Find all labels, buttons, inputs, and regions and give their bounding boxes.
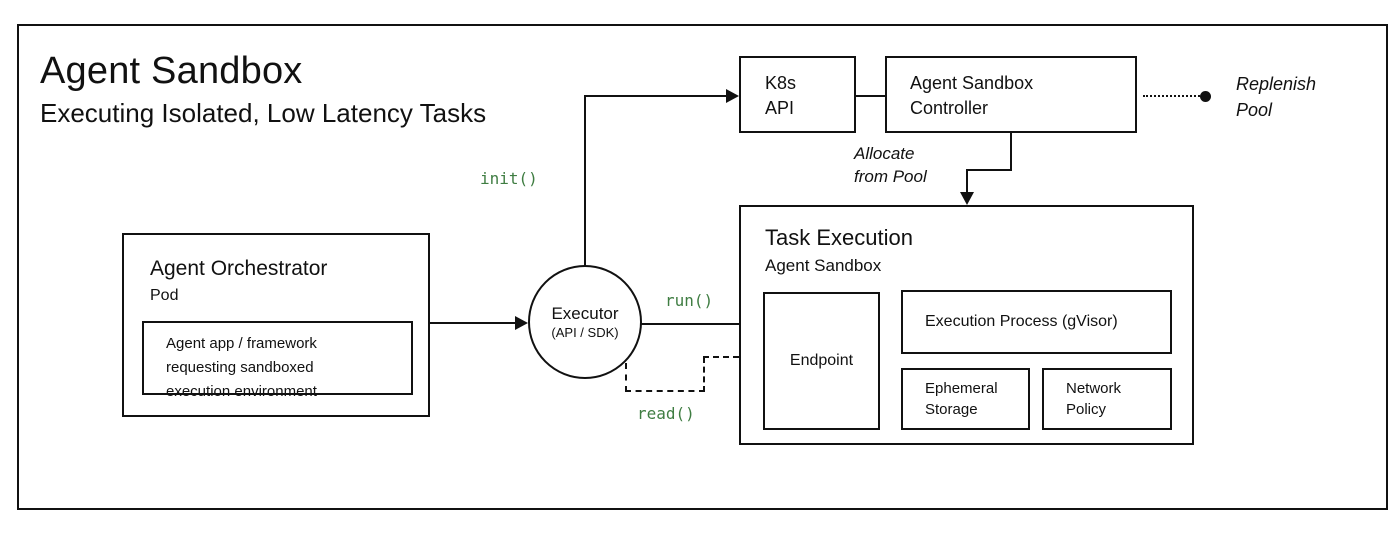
init-call-label: init()	[480, 169, 538, 188]
pod-label: Pod	[150, 287, 179, 304]
arrow-right-icon	[726, 89, 739, 103]
connector-read-h1	[625, 390, 705, 392]
task-execution-box: Task Execution Agent Sandbox Endpoint Ex…	[739, 205, 1194, 445]
network-policy-box: Network Policy	[1042, 368, 1172, 430]
read-call-label: read()	[637, 404, 695, 423]
k8s-api-box: K8s API	[739, 56, 856, 133]
execution-process-box: Execution Process (gVisor)	[901, 290, 1172, 354]
connector-init-vertical	[584, 95, 586, 266]
endpoint-box: Endpoint	[763, 292, 880, 430]
network-policy-label: Network Policy	[1066, 380, 1122, 418]
agent-app-note: Agent app / framework requesting sandbox…	[166, 335, 317, 400]
connector-allocate-v2	[966, 169, 968, 194]
agent-orchestrator-box: Agent Orchestrator Pod Agent app / frame…	[122, 233, 430, 417]
endpoint-label: Endpoint	[789, 352, 854, 369]
executor-circle: Executor (API / SDK)	[528, 265, 642, 379]
arrow-down-icon	[960, 192, 974, 205]
run-call-label: run()	[665, 291, 714, 310]
agent-sandbox-controller-label: Agent Sandbox Controller	[910, 73, 1034, 118]
arrow-right-icon	[515, 316, 528, 330]
page-title: Agent Sandbox	[40, 50, 303, 92]
connector-allocate-v1	[1010, 133, 1012, 171]
connector-read-v1	[625, 363, 627, 392]
task-execution-subtitle: Agent Sandbox	[765, 256, 882, 275]
connector-allocate-h	[966, 169, 1012, 171]
connector-init-horizontal	[584, 95, 727, 97]
k8s-api-label: K8s API	[765, 73, 797, 118]
executor-subtitle: (API / SDK)	[551, 325, 619, 340]
execution-process-label: Execution Process (gVisor)	[925, 313, 1118, 330]
pool-dot-icon	[1200, 91, 1211, 102]
replenish-pool-label: Replenish Pool	[1236, 74, 1317, 120]
agent-app-box: Agent app / framework requesting sandbox…	[142, 321, 413, 400]
connector-read-v2	[703, 357, 705, 392]
page-subtitle: Executing Isolated, Low Latency Tasks	[40, 98, 487, 128]
agent-sandbox-controller-box: Agent Sandbox Controller	[885, 56, 1137, 133]
connector-k8s-controller	[856, 95, 885, 97]
connector-run	[641, 323, 739, 325]
allocate-from-pool-label: Allocate from Pool	[854, 144, 927, 186]
ephemeral-storage-label: Ephemeral Storage	[925, 380, 998, 418]
connector-replenish-dotted	[1143, 95, 1200, 97]
task-execution-title: Task Execution	[765, 225, 913, 250]
executor-title: Executor	[551, 304, 619, 323]
agent-orchestrator-title: Agent Orchestrator	[150, 257, 328, 280]
connector-read-h2	[703, 356, 739, 358]
connector-orchestrator-executor	[430, 322, 520, 324]
ephemeral-storage-box: Ephemeral Storage	[901, 368, 1030, 430]
